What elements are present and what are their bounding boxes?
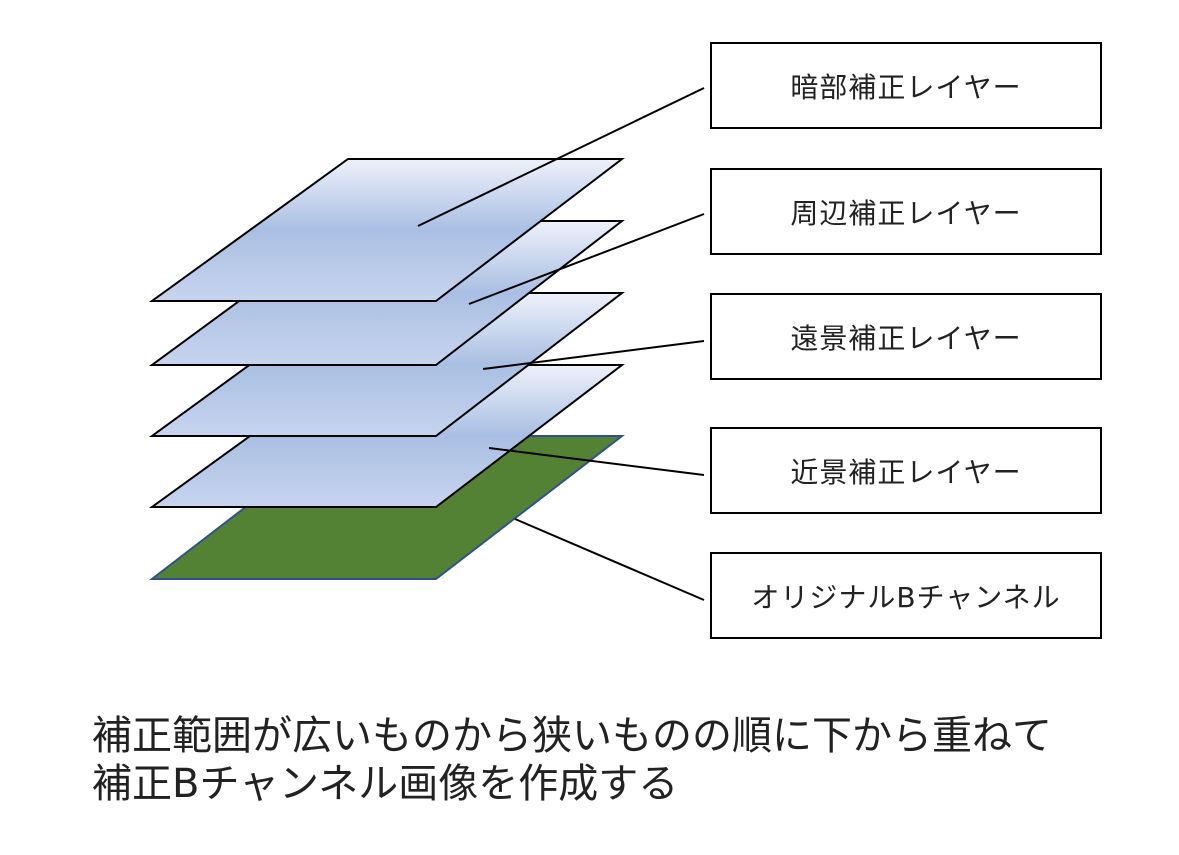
leader-line-original <box>514 518 705 601</box>
leader-line-near <box>488 447 705 476</box>
label-text: 周辺補正レイヤー <box>790 196 1022 230</box>
label-text: オリジナルBチャンネル <box>751 580 1061 614</box>
caption-line-2: 補正Bチャンネル画像を作成する <box>92 761 679 807</box>
leader-line-far <box>482 340 705 370</box>
leader-line-dark <box>417 87 705 227</box>
label-dark-correction-layer: 暗部補正レイヤー <box>710 42 1102 129</box>
label-peripheral-correction-layer: 周辺補正レイヤー <box>710 168 1102 255</box>
label-near-correction-layer: 近景補正レイヤー <box>710 427 1102 514</box>
label-text: 近景補正レイヤー <box>790 455 1022 489</box>
caption-line-1: 補正範囲が広いものから狭いものの順に下から重ねて <box>92 713 1052 759</box>
leader-line-peripheral <box>468 213 705 305</box>
label-far-correction-layer: 遠景補正レイヤー <box>710 293 1102 380</box>
label-text: 遠景補正レイヤー <box>790 321 1022 355</box>
label-original-b-channel: オリジナルBチャンネル <box>710 552 1102 639</box>
layer-dark-correction <box>148 158 625 302</box>
label-text: 暗部補正レイヤー <box>790 70 1022 104</box>
